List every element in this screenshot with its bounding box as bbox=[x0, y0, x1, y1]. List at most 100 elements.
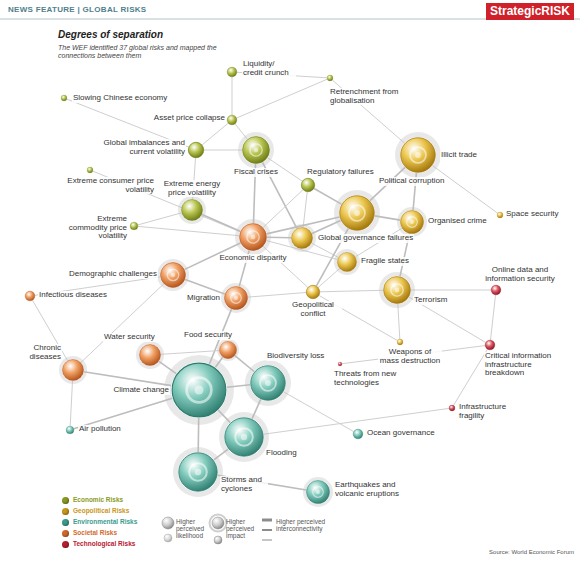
risk-node: Fiscal crises bbox=[242, 136, 270, 164]
risk-circle bbox=[327, 75, 333, 81]
risk-label: Migration bbox=[186, 294, 221, 303]
risk-connection bbox=[454, 349, 488, 405]
risk-label: Global governance failures bbox=[317, 234, 414, 243]
risk-label: Weapons of mass destruction bbox=[378, 348, 442, 365]
risk-label: Space security bbox=[505, 210, 559, 219]
legend-label: Societal Risks bbox=[73, 529, 117, 536]
risk-node: Global governance failures bbox=[291, 227, 313, 249]
risk-circle bbox=[400, 137, 436, 173]
risk-circle bbox=[130, 222, 138, 230]
risk-connection bbox=[202, 215, 240, 232]
risk-circle bbox=[61, 95, 67, 101]
section-header: NEWS FEATURE | GLOBAL RISKS bbox=[8, 6, 147, 15]
risk-node: Critical information infrastructure brea… bbox=[485, 340, 495, 350]
risk-label: Extreme consumer price volatility bbox=[43, 177, 155, 194]
risk-node: Flooding bbox=[224, 417, 264, 457]
risk-connection bbox=[218, 410, 230, 422]
risk-circle bbox=[337, 252, 357, 272]
risk-circle bbox=[219, 341, 237, 359]
risk-circle bbox=[353, 429, 363, 439]
risk-circle bbox=[188, 142, 204, 158]
diagram-title: Degrees of separation bbox=[58, 30, 163, 41]
risk-label: Infectious diseases bbox=[38, 291, 108, 300]
risk-node: Geopolitical conflict bbox=[306, 285, 320, 299]
risk-label: Slowing Chinese economy bbox=[72, 94, 168, 103]
risk-label: Demographic challenges bbox=[68, 270, 158, 279]
risk-node: Economic disparity bbox=[239, 223, 267, 251]
risk-connection bbox=[70, 381, 72, 426]
risk-label: Climate change bbox=[112, 386, 170, 395]
risk-connection bbox=[398, 304, 400, 339]
risk-label: Extreme energy price volatility bbox=[156, 180, 228, 197]
risk-node: Organised crime bbox=[400, 210, 424, 234]
risk-node: Climate change bbox=[171, 362, 227, 418]
risk-circle bbox=[301, 178, 315, 192]
risk-node: Weapons of mass destruction bbox=[397, 339, 403, 345]
risk-circle bbox=[160, 262, 186, 288]
risk-label: Organised crime bbox=[427, 217, 488, 226]
risk-node: Infrastructure fragility bbox=[449, 405, 455, 411]
risk-node: Storms and cyclones bbox=[178, 452, 218, 492]
risk-node: Global imbalances and current volatility bbox=[188, 142, 204, 158]
legend-label: Technological Risks bbox=[73, 540, 135, 547]
risk-connection bbox=[84, 372, 171, 386]
risk-node: Online data and information security bbox=[491, 285, 501, 295]
risk-connection bbox=[248, 293, 306, 298]
risk-connection bbox=[411, 290, 491, 291]
risk-connection bbox=[314, 189, 341, 205]
legend-swatch bbox=[62, 497, 69, 504]
risk-connection bbox=[235, 356, 254, 372]
risk-circle bbox=[66, 426, 74, 434]
risk-node: Food security bbox=[219, 341, 237, 359]
risk-node: Ocean governance bbox=[353, 429, 363, 439]
risk-connection bbox=[263, 247, 308, 288]
risk-node: Illicit trade bbox=[400, 137, 436, 173]
risk-circle bbox=[139, 344, 161, 366]
risk-connection bbox=[284, 392, 354, 432]
legend-note: Higher perceived likelihood bbox=[176, 518, 212, 539]
size-legend bbox=[162, 515, 272, 545]
legend-label: Economic Risks bbox=[73, 496, 123, 503]
risk-circle bbox=[449, 405, 455, 411]
risk-node: Terrorism bbox=[383, 276, 411, 304]
risk-label: Biodiversity loss bbox=[266, 352, 325, 361]
risk-connection bbox=[237, 79, 328, 118]
risk-label: Fiscal crises bbox=[233, 168, 279, 177]
risk-label: Political corruption bbox=[378, 177, 445, 186]
risk-label: Critical information infrastructure brea… bbox=[484, 352, 561, 378]
risk-connection bbox=[252, 399, 261, 418]
risk-connection bbox=[433, 166, 498, 214]
risk-node: Extreme consumer price volatility bbox=[87, 167, 93, 173]
risk-label: Geopolitical conflict bbox=[285, 301, 342, 318]
risk-circle bbox=[25, 291, 35, 301]
risk-circle bbox=[227, 115, 237, 125]
risk-node: Infectious diseases bbox=[25, 291, 35, 301]
risk-label: Economic disparity bbox=[218, 254, 287, 263]
diagram-caption: The WEF identified 37 global risks and m… bbox=[58, 44, 236, 59]
risk-label: Terrorism bbox=[413, 296, 448, 305]
risk-label: Food security bbox=[183, 331, 233, 340]
risk-connection bbox=[202, 123, 228, 145]
risk-circle bbox=[227, 67, 237, 77]
risk-label: Infrastructure fragility bbox=[458, 403, 515, 420]
risk-connection bbox=[320, 290, 383, 292]
risk-node: Fragile states bbox=[337, 252, 357, 272]
risk-label: Asset price collapse bbox=[153, 114, 226, 123]
risk-label: Retrenchment from globalisation bbox=[329, 88, 416, 105]
risk-node: Regulatory failures bbox=[301, 178, 315, 192]
risk-connection bbox=[161, 351, 219, 355]
risk-circle bbox=[242, 136, 270, 164]
legend-label: Geopolitical Risks bbox=[73, 507, 129, 514]
risk-circle bbox=[181, 199, 203, 221]
source-note: Source: World Economic Forum bbox=[489, 549, 574, 555]
masthead-logo: StrategicRISK bbox=[486, 3, 574, 20]
risk-node: Air pollution bbox=[66, 426, 74, 434]
risk-node: Retrenchment from globalisation bbox=[327, 75, 333, 81]
legend-swatch bbox=[62, 541, 69, 548]
risk-node: Space security bbox=[497, 212, 503, 218]
risk-circle bbox=[400, 210, 424, 234]
risk-connection bbox=[227, 385, 250, 387]
